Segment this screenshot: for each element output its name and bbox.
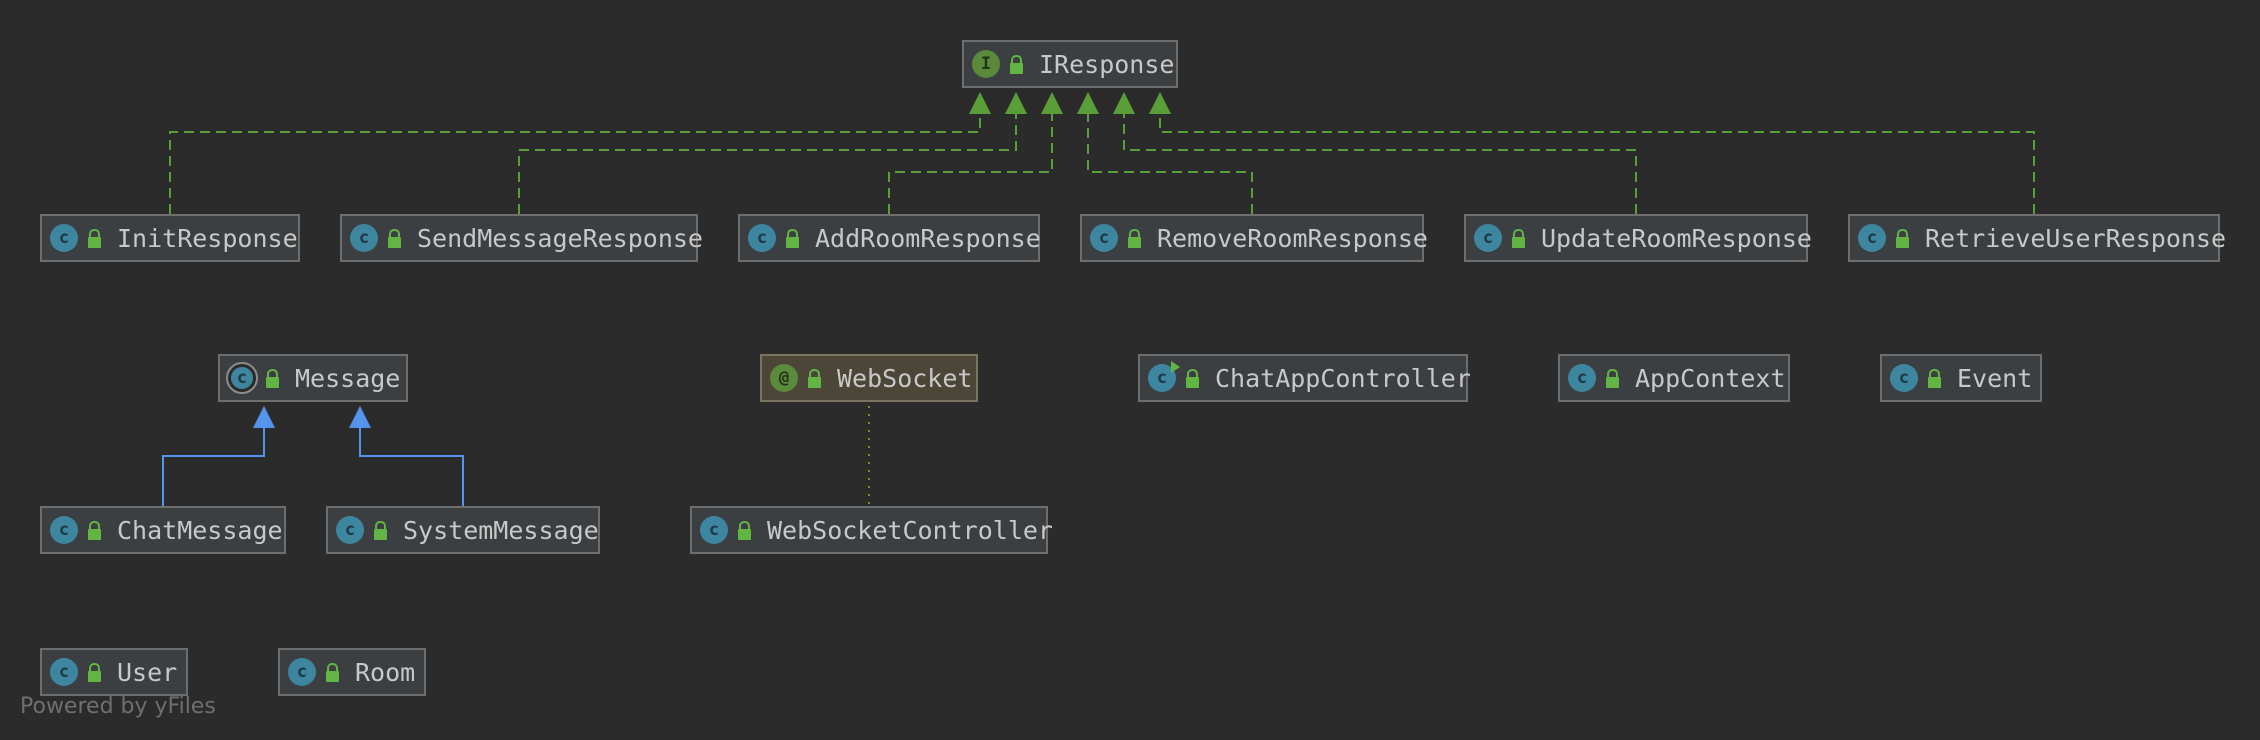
lock-icon xyxy=(1928,368,1941,388)
node-chatmessage[interactable]: c ChatMessage xyxy=(40,506,286,554)
edge-initresponse-iresponse xyxy=(169,110,981,214)
node-label: Message xyxy=(295,363,401,393)
arrowhead-implements xyxy=(1077,92,1099,114)
powered-by-footer: Powered by yFiles xyxy=(20,694,216,719)
node-label: ChatMessage xyxy=(117,515,283,545)
arrowhead-implements xyxy=(969,92,991,114)
class-icon: c xyxy=(50,224,78,252)
extends-edges xyxy=(162,426,464,506)
lock-icon xyxy=(808,368,821,388)
abstract-class-icon: c xyxy=(226,362,258,394)
lock-icon xyxy=(1128,228,1141,248)
class-icon: c xyxy=(700,516,728,544)
node-chatappcontroller[interactable]: c ChatAppController xyxy=(1138,354,1471,402)
class-icon: c xyxy=(1858,224,1886,252)
lock-icon xyxy=(1186,368,1199,388)
lock-icon xyxy=(786,228,799,248)
node-event[interactable]: c Event xyxy=(1880,354,2042,402)
node-initresponse[interactable]: c InitResponse xyxy=(40,214,300,262)
annotation-icon: @ xyxy=(770,364,798,392)
node-room[interactable]: c Room xyxy=(278,648,426,696)
node-addroomresponse[interactable]: c AddRoomResponse xyxy=(738,214,1041,262)
class-icon: c xyxy=(288,658,316,686)
node-label: Room xyxy=(355,657,416,687)
node-label: ChatAppController xyxy=(1215,363,1471,393)
lock-icon xyxy=(1512,228,1525,248)
class-icon: c xyxy=(50,658,78,686)
node-websocketcontroller[interactable]: c WebSocketController xyxy=(690,506,1053,554)
node-label: InitResponse xyxy=(117,223,298,253)
edge-retrieveuserresponse-iresponse xyxy=(1159,110,2035,214)
edge-chatmessage-message xyxy=(162,426,265,506)
node-label: WebSocket xyxy=(837,363,973,393)
node-label: SystemMessage xyxy=(403,515,599,545)
edge-removeroomresponse-iresponse xyxy=(1087,110,1253,214)
node-sendmessageresponse[interactable]: c SendMessageResponse xyxy=(340,214,703,262)
edge-systemmessage-message xyxy=(359,426,464,506)
interface-icon: I xyxy=(972,50,1000,78)
node-systemmessage[interactable]: c SystemMessage xyxy=(326,506,600,554)
node-user[interactable]: c User xyxy=(40,648,188,696)
node-updateroomresponse[interactable]: c UpdateRoomResponse xyxy=(1464,214,1812,262)
node-label: WebSocketController xyxy=(767,515,1053,545)
class-icon: c xyxy=(336,516,364,544)
lock-icon xyxy=(88,520,101,540)
class-icon: c xyxy=(1474,224,1502,252)
arrowhead-extends xyxy=(253,406,275,428)
edge-sendmessageresponse-iresponse xyxy=(518,110,1017,214)
class-icon: c xyxy=(50,516,78,544)
lock-icon xyxy=(1010,54,1023,74)
lock-icon xyxy=(738,520,751,540)
class-icon: c xyxy=(1568,364,1596,392)
class-icon: c xyxy=(1890,364,1918,392)
node-label: AppContext xyxy=(1635,363,1786,393)
node-label: User xyxy=(117,657,178,687)
class-icon: c xyxy=(748,224,776,252)
extends-arrowheads xyxy=(253,406,371,428)
node-label: AddRoomResponse xyxy=(815,223,1041,253)
arrowhead-extends xyxy=(349,406,371,428)
lock-icon xyxy=(326,662,339,682)
runnable-class-icon: c xyxy=(1148,361,1180,392)
arrowhead-implements xyxy=(1041,92,1063,114)
lock-icon xyxy=(1606,368,1619,388)
arrowhead-implements xyxy=(1149,92,1171,114)
node-label: UpdateRoomResponse xyxy=(1541,223,1812,253)
node-iresponse[interactable]: I IResponse xyxy=(962,40,1178,88)
class-icon: c xyxy=(1090,224,1118,252)
lock-icon xyxy=(374,520,387,540)
node-label: IResponse xyxy=(1039,49,1175,79)
node-label: SendMessageResponse xyxy=(417,223,703,253)
edge-addroomresponse-iresponse xyxy=(888,110,1053,214)
lock-icon xyxy=(266,368,279,388)
arrowhead-implements xyxy=(1005,92,1027,114)
implements-edges xyxy=(169,110,2035,214)
node-label: RemoveRoomResponse xyxy=(1157,223,1428,253)
arrowhead-implements xyxy=(1113,92,1135,114)
lock-icon xyxy=(88,228,101,248)
node-label: Event xyxy=(1957,363,2033,393)
implements-arrowheads xyxy=(969,92,1171,114)
node-removeroomresponse[interactable]: c RemoveRoomResponse xyxy=(1080,214,1428,262)
lock-icon xyxy=(88,662,101,682)
class-icon: c xyxy=(350,224,378,252)
node-websocket[interactable]: @ WebSocket xyxy=(760,354,978,402)
node-retrieveuserresponse[interactable]: c RetrieveUserResponse xyxy=(1848,214,2226,262)
lock-icon xyxy=(1896,228,1909,248)
node-appcontext[interactable]: c AppContext xyxy=(1558,354,1790,402)
node-label: RetrieveUserResponse xyxy=(1925,223,2227,253)
edge-updateroomresponse-iresponse xyxy=(1123,110,1637,214)
lock-icon xyxy=(388,228,401,248)
node-message[interactable]: c Message xyxy=(218,354,408,402)
